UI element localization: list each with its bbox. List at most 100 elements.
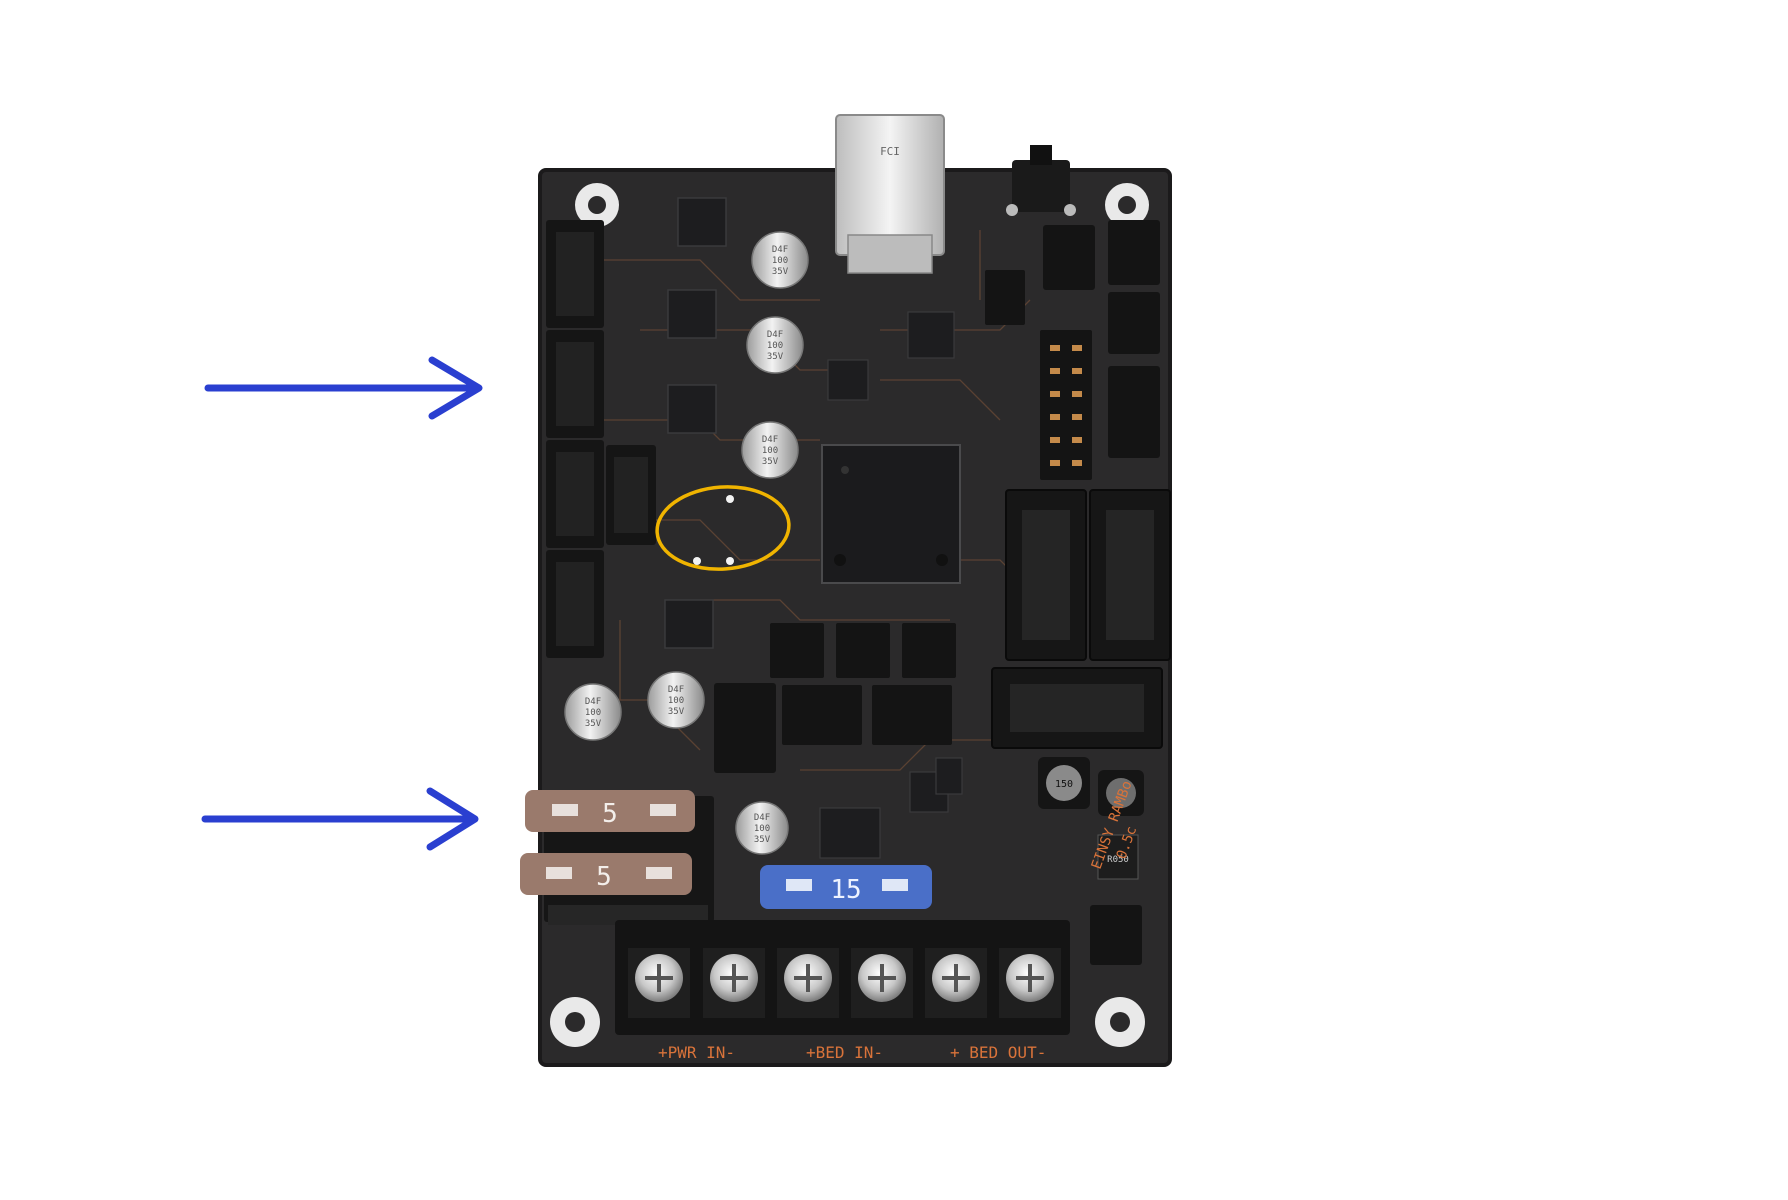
terminal-screw <box>851 948 913 1018</box>
fuse: 5 <box>520 853 692 895</box>
header-connector <box>1108 292 1160 354</box>
capacitor-marking: 100 <box>772 256 788 266</box>
fan-connector <box>902 623 956 678</box>
resistor-marking: R050 <box>1107 855 1129 865</box>
capacitor-marking: 35V <box>772 267 789 277</box>
usb-marking: FCI <box>880 145 900 158</box>
motor-connector <box>546 330 604 438</box>
motor-connectors <box>546 220 656 658</box>
inductor <box>1098 770 1144 816</box>
mounting-hole <box>550 997 600 1047</box>
capacitor-marking: D4F <box>585 697 601 707</box>
current-sense-resistor: R050 <box>1097 834 1139 880</box>
terminal-screw <box>777 948 839 1018</box>
capacitor-marking: 100 <box>754 824 770 834</box>
capacitor: D4F 100 35V <box>735 801 789 855</box>
header-connector <box>1108 366 1160 458</box>
pin-header-pins <box>1050 345 1082 466</box>
header-connector <box>1043 225 1095 290</box>
driver-chip <box>664 599 714 649</box>
reset-button <box>1006 145 1076 216</box>
silk-label-bed-in: +BED IN- <box>806 1043 883 1062</box>
mounting-hole <box>575 183 619 227</box>
fuse-body <box>520 853 692 895</box>
fan-connector <box>782 685 862 745</box>
inductor-marking: 150 <box>1055 779 1073 790</box>
capacitor-marking: D4F <box>668 685 684 695</box>
idc-connector <box>1005 489 1087 661</box>
small-ic <box>819 807 881 859</box>
fuse-rating: 5 <box>596 862 612 892</box>
fuse-body <box>760 865 932 909</box>
silk-label-bed-out: + BED OUT- <box>950 1043 1046 1062</box>
highlight-dot <box>726 557 734 565</box>
endstop-connector <box>1090 905 1142 965</box>
terminal-screw <box>703 948 765 1018</box>
capacitor-marking: D4F <box>767 330 783 340</box>
usb-connector: FCI <box>835 114 945 274</box>
fuse-rating: 5 <box>602 799 618 829</box>
terminal-screw <box>628 948 690 1018</box>
capacitor-marking: 100 <box>585 708 601 718</box>
capacitor-marking: D4F <box>754 813 770 823</box>
terminal-screw <box>999 948 1061 1018</box>
fuse: 15 <box>760 865 932 909</box>
idc-connector <box>1089 489 1171 661</box>
small-ic <box>827 359 869 401</box>
arrow-to-fuses <box>201 787 479 851</box>
motor-connector <box>546 550 604 658</box>
mounting-hole <box>1105 183 1149 227</box>
header-connector <box>985 270 1025 325</box>
inductor: 150 <box>1038 757 1090 809</box>
capacitor-marking: 100 <box>668 696 684 706</box>
capacitor: D4F 100 35V <box>751 231 809 289</box>
mounting-hole <box>1095 997 1145 1047</box>
capacitor: D4F 100 35V <box>746 316 804 374</box>
capacitor: D4F 100 35V <box>741 421 799 479</box>
capacitor: D4F 100 35V <box>564 683 622 741</box>
fan-connector <box>836 623 890 678</box>
fuse-body <box>525 790 695 832</box>
idc-connectors <box>991 489 1171 749</box>
capacitor-marking: 35V <box>668 707 685 717</box>
driver-chip <box>667 384 717 434</box>
capacitor-marking: 35V <box>767 352 784 362</box>
highlight-dot <box>726 495 734 503</box>
motor-connector <box>546 440 604 548</box>
capacitor-marking: 100 <box>762 446 778 456</box>
capacitor-marking: 100 <box>767 341 783 351</box>
motor-connector <box>546 220 604 328</box>
power-connector <box>714 683 776 773</box>
terminal-screw <box>925 948 987 1018</box>
capacitor: D4F 100 35V <box>647 671 705 729</box>
idc-connector <box>991 667 1163 749</box>
capacitor-marking: 35V <box>762 457 779 467</box>
fan-connectors <box>714 623 1142 965</box>
fuse-rating: 15 <box>830 875 861 905</box>
capacitor-marking: 35V <box>585 719 602 729</box>
mounting-holes <box>550 183 1149 1047</box>
driver-chip <box>677 197 727 247</box>
extra-connector <box>606 445 656 545</box>
capacitor-marking: 35V <box>754 835 771 845</box>
fan-connector <box>872 685 952 745</box>
capacitors: D4F 100 35V D4F 100 35V D4F 100 35V D4F … <box>564 231 809 855</box>
capacitor-marking: D4F <box>772 245 788 255</box>
small-ic <box>935 757 963 795</box>
screw-terminal-block <box>615 920 1070 1035</box>
highlight-dot <box>693 557 701 565</box>
silk-label-pwr-in: +PWR IN- <box>658 1043 735 1062</box>
arrow-to-motor-connectors <box>204 356 483 420</box>
fuse: 5 <box>525 790 695 832</box>
driver-chips <box>664 197 727 649</box>
main-mcu-chip <box>821 444 961 584</box>
highlight-circle <box>655 485 791 571</box>
driver-chip <box>667 289 717 339</box>
header-connector <box>1108 220 1160 285</box>
small-ics <box>819 311 963 859</box>
fan-connector <box>770 623 824 678</box>
small-ic <box>907 311 955 359</box>
capacitor-marking: D4F <box>762 435 778 445</box>
